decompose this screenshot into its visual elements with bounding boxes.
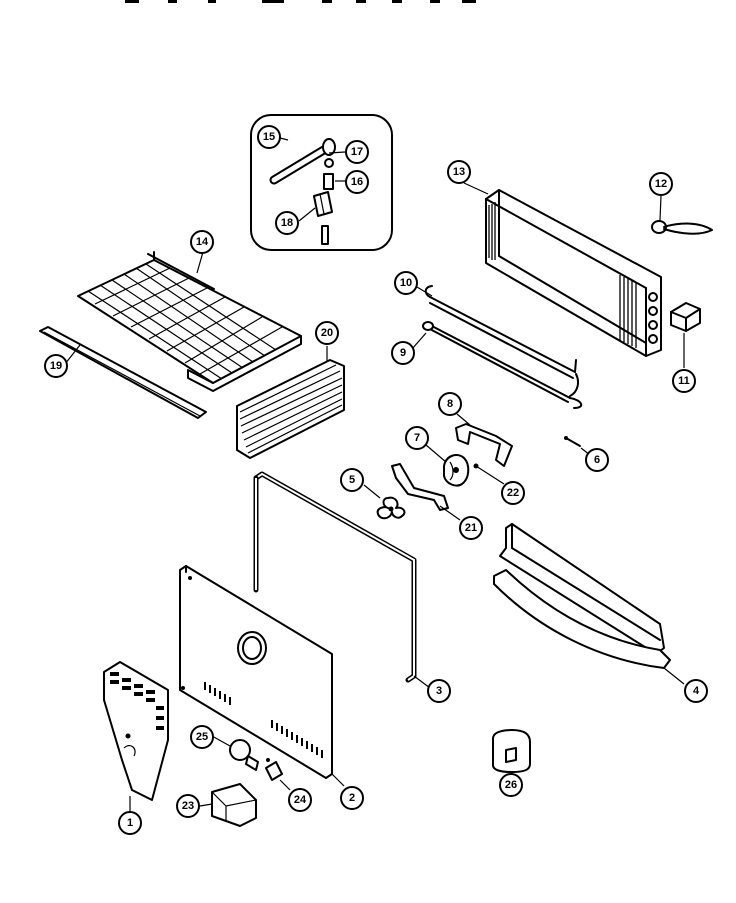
callout-22: 22	[501, 481, 525, 505]
packet-part	[491, 729, 531, 776]
svg-text:9: 9	[400, 347, 406, 359]
svg-text:2: 2	[349, 792, 355, 804]
svg-text:13: 13	[453, 166, 465, 178]
callout-9: 9	[391, 341, 415, 365]
svg-text:19: 19	[50, 360, 62, 372]
callout-14: 14	[190, 230, 214, 254]
cylinder-part	[323, 173, 334, 190]
callout-8: 8	[438, 392, 462, 416]
small-screw	[473, 463, 505, 485]
callout-4: 4	[684, 679, 708, 703]
heater-rods	[411, 285, 583, 409]
callout-13: 13	[447, 160, 471, 184]
callout-7: 7	[405, 426, 429, 450]
sensor-part	[651, 195, 713, 235]
callout-5: 5	[340, 468, 364, 492]
callout-25: 25	[190, 725, 214, 749]
svg-text:25: 25	[196, 731, 208, 743]
fan-blade	[363, 484, 406, 520]
evaporator	[463, 182, 662, 357]
louver-panel	[236, 346, 345, 459]
inset-box	[250, 114, 393, 251]
cropped-header-fragments	[125, 0, 476, 3]
svg-text:8: 8	[447, 398, 453, 410]
bracket-part-8	[455, 413, 513, 467]
block-part	[670, 302, 701, 368]
ring-part	[324, 158, 334, 168]
callout-19: 19	[44, 354, 68, 378]
svg-text:3: 3	[436, 685, 442, 697]
light-bulb	[211, 735, 259, 771]
clip-part	[313, 191, 333, 217]
tube-part	[269, 138, 336, 185]
callout-16: 16	[345, 170, 369, 194]
svg-text:21: 21	[465, 522, 477, 534]
svg-text:23: 23	[182, 800, 194, 812]
callout-23: 23	[176, 794, 200, 818]
svg-text:5: 5	[349, 474, 355, 486]
callout-26: 26	[499, 773, 523, 797]
light-shield	[103, 661, 169, 812]
callout-12: 12	[649, 172, 673, 196]
callout-1: 1	[118, 811, 142, 835]
svg-text:15: 15	[263, 131, 275, 143]
wire-shelf	[77, 251, 302, 392]
callout-15: 15	[257, 125, 281, 149]
svg-text:18: 18	[281, 217, 293, 229]
svg-text:1: 1	[127, 817, 133, 829]
svg-text:20: 20	[321, 327, 333, 339]
callout-11: 11	[672, 369, 696, 393]
svg-text:22: 22	[507, 487, 519, 499]
callout-20: 20	[315, 321, 339, 345]
svg-text:26: 26	[505, 779, 517, 791]
motor-bracket	[391, 463, 461, 521]
cover-panel	[179, 565, 345, 787]
screw-part	[564, 436, 591, 456]
svg-text:14: 14	[196, 236, 209, 248]
svg-text:24: 24	[294, 794, 307, 806]
drain-trough	[493, 523, 685, 685]
callout-2: 2	[340, 786, 364, 810]
svg-text:10: 10	[400, 277, 412, 289]
front-strip	[39, 326, 207, 419]
gasket-frame	[253, 471, 431, 689]
svg-text:17: 17	[351, 146, 363, 158]
callout-10: 10	[394, 271, 418, 295]
svg-text:16: 16	[351, 176, 363, 188]
callout-17: 17	[345, 140, 369, 164]
callout-3: 3	[427, 679, 451, 703]
callout-18: 18	[275, 211, 299, 235]
svg-text:4: 4	[693, 685, 700, 697]
callout-24: 24	[288, 788, 312, 812]
svg-text:11: 11	[678, 375, 690, 387]
svg-text:6: 6	[594, 454, 600, 466]
lamp-socket	[265, 758, 291, 791]
callout-21: 21	[459, 516, 483, 540]
callout-6: 6	[585, 448, 609, 472]
socket-cover	[199, 783, 257, 827]
fan-motor	[425, 444, 470, 487]
svg-text:12: 12	[655, 178, 667, 190]
svg-text:7: 7	[414, 432, 420, 444]
